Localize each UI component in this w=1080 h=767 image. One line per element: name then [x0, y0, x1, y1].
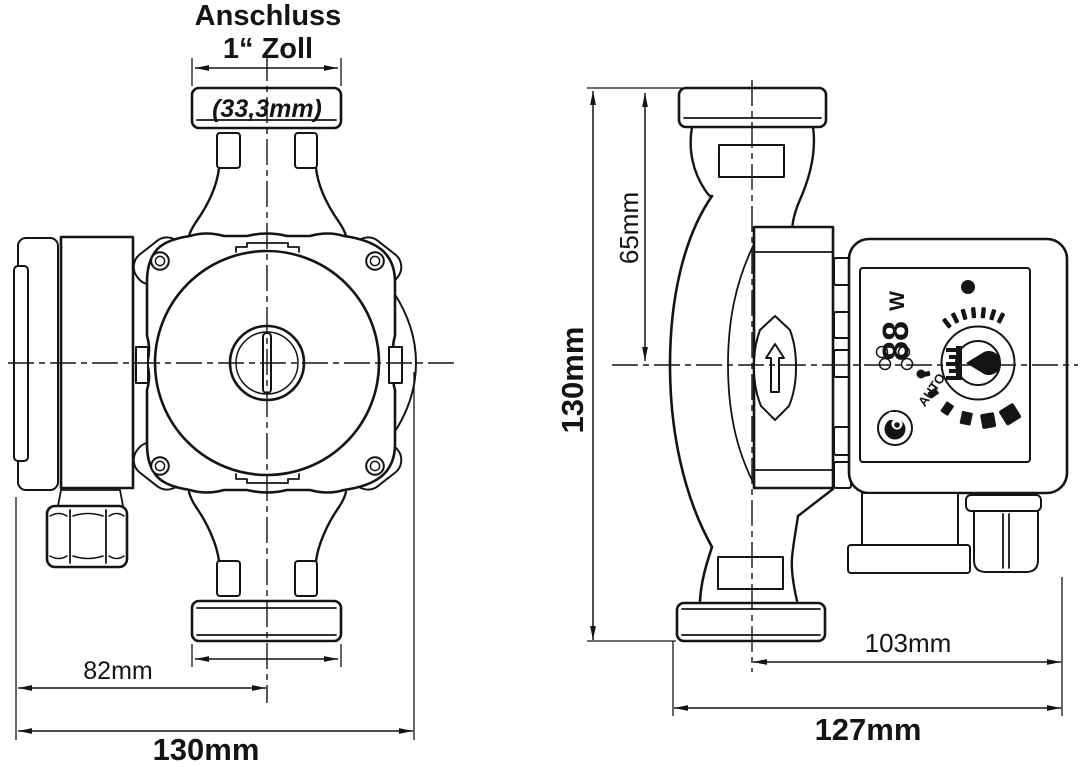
- dim-connection: Anschluss 1“ Zoll (33,3mm): [191, 0, 342, 123]
- cable-gland-front: [45, 504, 129, 569]
- terminal-assembly-side: [847, 492, 1042, 574]
- side-view: W 88: [668, 86, 1069, 643]
- centerlines: [8, 55, 1078, 703]
- dim-103mm: 103mm: [753, 577, 1063, 716]
- dim-130mm-front-label: 130mm: [153, 732, 260, 767]
- wrench-flat-right: [294, 132, 318, 169]
- dim-82mm-label: 82mm: [83, 657, 152, 685]
- right-keyway-tab: [388, 346, 403, 384]
- knob-grip-icon: [946, 346, 962, 380]
- volute-outer-edge: [668, 194, 714, 603]
- auto-setting-dot: [916, 369, 926, 379]
- dim-65mm: 65mm: [614, 93, 648, 361]
- display-dots: [875, 345, 914, 371]
- motor-side: [752, 225, 852, 518]
- dim-nut-width: [191, 644, 342, 667]
- connection-title-line1: Anschluss: [195, 0, 342, 32]
- nameplate-bottom: [717, 556, 784, 590]
- knob-pointer: [966, 350, 1001, 375]
- bottom-port-side: [675, 514, 827, 643]
- gland-neck: [57, 489, 124, 507]
- motor-rib-tabs: [833, 257, 852, 489]
- connection-size-label: (33,3mm): [212, 95, 322, 123]
- neck-left-edge: [187, 490, 221, 563]
- neck-left-edge: [187, 166, 221, 238]
- dim-130mm-front: 130mm: [18, 372, 415, 767]
- brand-logo-icon: [877, 410, 913, 446]
- bottom-neck-right: [790, 514, 800, 603]
- cable-gland-side: [973, 510, 1039, 573]
- dim-65mm-label: 65mm: [614, 192, 644, 264]
- motor-bottom-slope: [796, 487, 835, 518]
- dim-127mm: 127mm: [672, 641, 1061, 747]
- gland-flange: [965, 494, 1042, 512]
- wrench-flat-right: [294, 560, 318, 597]
- dimension-annotations: Anschluss 1“ Zoll (33,3mm) 82mm 130mm 65…: [15, 0, 1063, 767]
- flow-arrow-icon: [765, 343, 785, 393]
- neck-right-edge: [314, 166, 348, 238]
- volute-side: [668, 125, 816, 603]
- top-neck-left: [689, 125, 714, 198]
- left-keyway-tab: [135, 346, 149, 384]
- terminal-box-front: [13, 235, 135, 569]
- power-unit-label: W: [886, 291, 909, 311]
- terminal-block: [861, 492, 959, 546]
- volute-inner-edge: [727, 241, 756, 487]
- dim-127mm-label: 127mm: [815, 712, 922, 747]
- union-nut-bottom-side: [675, 601, 827, 643]
- front-view: [13, 86, 417, 643]
- dim-130mm-side: 130mm: [555, 87, 682, 642]
- top-neck-right: [790, 125, 816, 235]
- bolt-holes: [150, 251, 385, 476]
- terminal-plate: [847, 544, 971, 574]
- max-setting-dot: [961, 280, 975, 294]
- power-display: W 88: [875, 291, 916, 371]
- neck-right-edge: [314, 490, 348, 563]
- wrench-flat-left: [216, 132, 241, 169]
- display-digits: 88: [875, 321, 916, 361]
- dim-103mm-label: 103mm: [865, 628, 952, 658]
- dim-82mm: 82mm: [15, 497, 266, 740]
- wrench-flat-left: [216, 560, 241, 597]
- connection-title-line2: 1“ Zoll: [223, 33, 313, 65]
- control-box-side: W 88: [847, 237, 1069, 574]
- speed-scale-lower-ticks: [942, 307, 1006, 329]
- speed-scale-upper-ticks: [920, 370, 1022, 429]
- flow-direction-marker: [753, 315, 797, 421]
- dim-130mm-side-label: 130mm: [555, 327, 590, 434]
